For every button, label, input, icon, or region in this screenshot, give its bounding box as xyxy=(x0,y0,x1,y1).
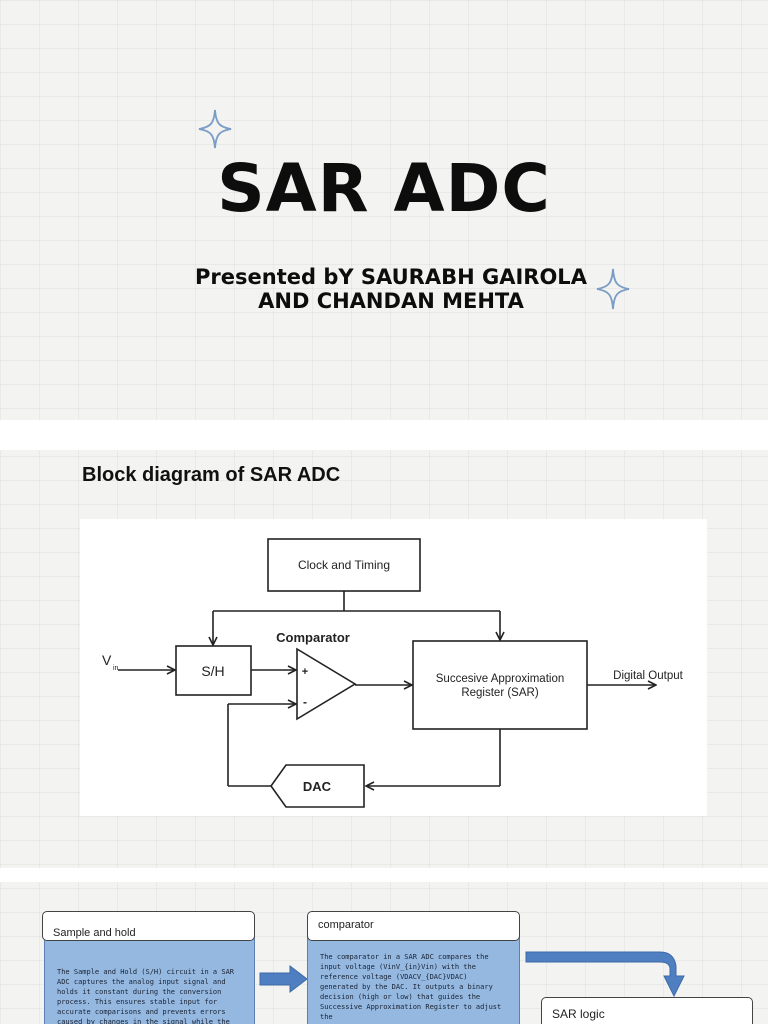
slide-divider xyxy=(0,420,768,450)
dac-label: DAC xyxy=(303,779,332,794)
block-diagram: Clock and Timing Comparator V in S/H + -… xyxy=(80,519,707,816)
vin-label: V xyxy=(102,652,112,668)
title-slide: SAR ADC Presented bY SAURABH GAIROLA AND… xyxy=(0,0,768,420)
clock-timing-label: Clock and Timing xyxy=(298,558,390,572)
flow-arrow-icon xyxy=(259,965,308,993)
sample-hold-description: The Sample and Hold (S/H) circuit in a S… xyxy=(44,936,255,1024)
presenter-subtitle: Presented bY SAURABH GAIROLA AND CHANDAN… xyxy=(195,265,587,313)
comparator-label: Comparator xyxy=(276,630,350,645)
dac-block xyxy=(270,764,365,808)
sar-label-line1: Succesive Approximation xyxy=(436,673,564,685)
slide-divider xyxy=(0,868,768,882)
sample-hold-title: Sample and hold xyxy=(42,911,255,941)
comparator-description: The comparator in a SAR ADC compares the… xyxy=(307,935,520,1024)
comparator-plus: + xyxy=(302,666,308,678)
slide-heading: Block diagram of SAR ADC xyxy=(82,464,341,486)
sparkle-icon xyxy=(198,109,232,149)
comparator-minus: - xyxy=(303,695,307,709)
comparator-title: comparator xyxy=(307,911,520,941)
comparator-symbol xyxy=(296,647,357,721)
vin-subscript: in xyxy=(113,665,119,672)
flow-arrow-icon xyxy=(525,951,685,998)
sar-label-line2: Register (SAR) xyxy=(461,687,538,699)
sar-logic-title: SAR logic xyxy=(541,997,753,1024)
diagram-svg: Clock and Timing Comparator V in S/H + -… xyxy=(102,538,684,808)
clock-timing-block xyxy=(267,538,421,592)
presentation-title: SAR ADC xyxy=(217,150,551,227)
block-diagram-slide: Block diagram of SAR ADC xyxy=(0,450,768,868)
components-slide: The Sample and Hold (S/H) circuit in a S… xyxy=(0,882,768,1024)
sparkle-icon xyxy=(596,268,630,310)
digital-output-label: Digital Output xyxy=(613,670,683,682)
sar-register-block xyxy=(412,640,588,730)
sh-label: S/H xyxy=(201,663,224,679)
